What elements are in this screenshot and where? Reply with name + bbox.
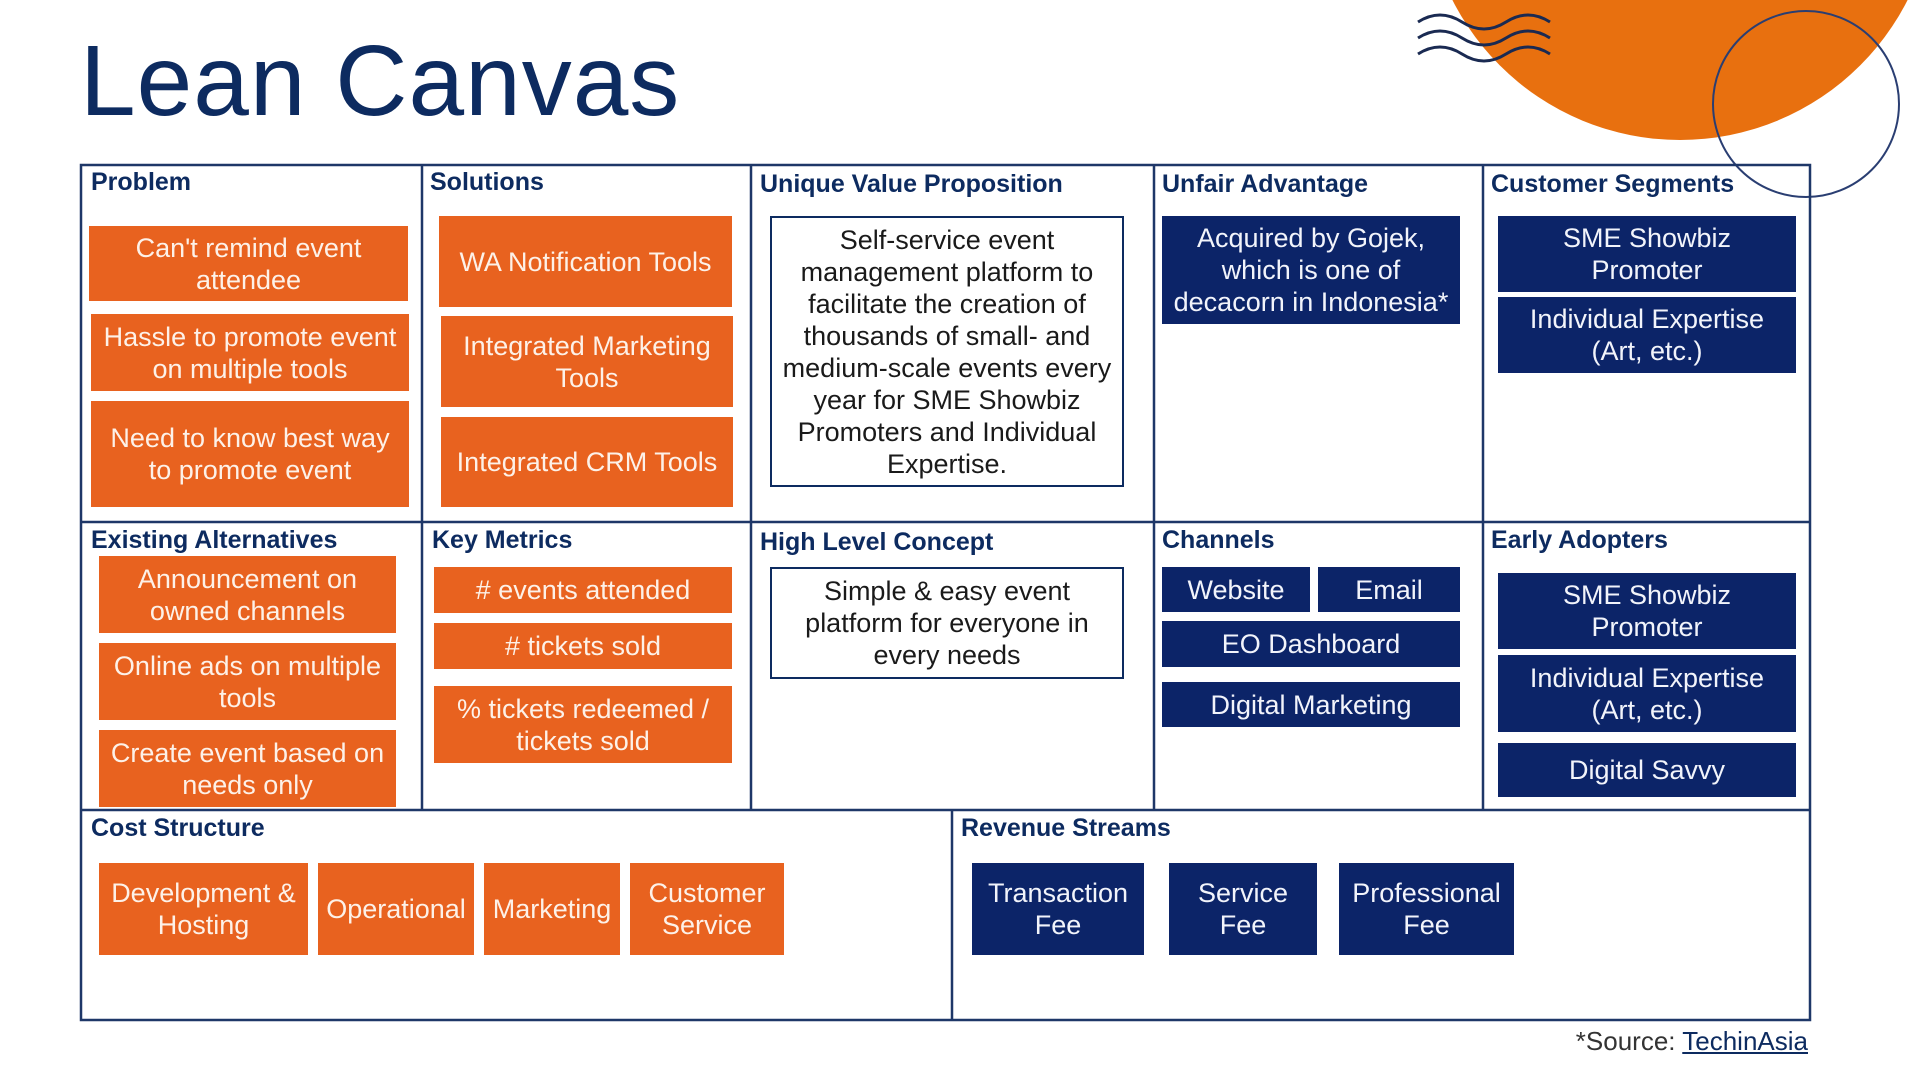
revenue-item: Transaction Fee [972,863,1144,955]
section-title-high-level-concept: High Level Concept [760,528,994,556]
outline-circle-decoration [1712,10,1900,198]
problem-item: Can't remind event attendee [89,226,408,301]
solution-item: Integrated CRM Tools [441,417,733,507]
solution-item: WA Notification Tools [439,216,732,307]
section-title-channels: Channels [1162,526,1275,554]
early-adopter-item: Digital Savvy [1498,743,1796,797]
cost-item: Customer Service [630,863,784,955]
key-metric-item: # tickets sold [434,623,732,669]
customer-segment-item: Individual Expertise (Art, etc.) [1498,297,1796,373]
section-title-problem: Problem [91,168,192,196]
uvp-text-box: Self-service event management platform t… [770,216,1124,487]
section-title-unfair-advantage: Unfair Advantage [1162,170,1369,198]
page-title: Lean Canvas [80,25,681,137]
problem-item: Need to know best way to promote event [91,401,409,507]
source-link[interactable]: TechinAsia [1682,1026,1808,1056]
existing-alternative-item: Create event based on needs only [99,730,396,807]
cost-item: Operational [318,863,474,955]
cost-item: Marketing [484,863,620,955]
source-note: *Source: TechinAsia [1576,1026,1808,1057]
revenue-item: Professional Fee [1339,863,1514,955]
section-title-key-metrics: Key Metrics [432,526,573,554]
key-metric-item: # events attended [434,567,732,613]
channel-item-email: Email [1318,567,1460,612]
section-title-early-adopters: Early Adopters [1491,526,1668,554]
section-title-cost-structure: Cost Structure [91,814,265,842]
channel-item-digital-marketing: Digital Marketing [1162,682,1460,727]
section-title-revenue-streams: Revenue Streams [961,814,1171,842]
section-title-existing-alternatives: Existing Alternatives [91,526,338,554]
problem-item: Hassle to promote event on multiple tool… [91,314,409,391]
existing-alternative-item: Online ads on multiple tools [99,643,396,720]
key-metric-item: % tickets redeemed / tickets sold [434,686,732,763]
high-level-concept-box: Simple & easy event platform for everyon… [770,567,1124,679]
early-adopter-item: SME Showbiz Promoter [1498,573,1796,649]
source-prefix: *Source: [1575,1026,1683,1056]
orange-circle-decoration [1452,0,1908,140]
section-title-solutions: Solutions [430,168,544,196]
customer-segment-item: SME Showbiz Promoter [1498,216,1796,292]
section-title-customer-segments: Customer Segments [1491,170,1735,198]
cost-item: Development & Hosting [99,863,308,955]
channel-item-website: Website [1162,567,1310,612]
channel-item-eo-dashboard: EO Dashboard [1162,621,1460,667]
existing-alternative-item: Announcement on owned channels [99,556,396,633]
solution-item: Integrated Marketing Tools [441,316,733,407]
wave-lines-decoration [1417,13,1551,63]
unfair-advantage-box: Acquired by Gojek, which is one of decac… [1162,216,1460,324]
revenue-item: Service Fee [1169,863,1317,955]
early-adopter-item: Individual Expertise (Art, etc.) [1498,655,1796,732]
section-title-uvp: Unique Value Proposition [760,170,1063,198]
